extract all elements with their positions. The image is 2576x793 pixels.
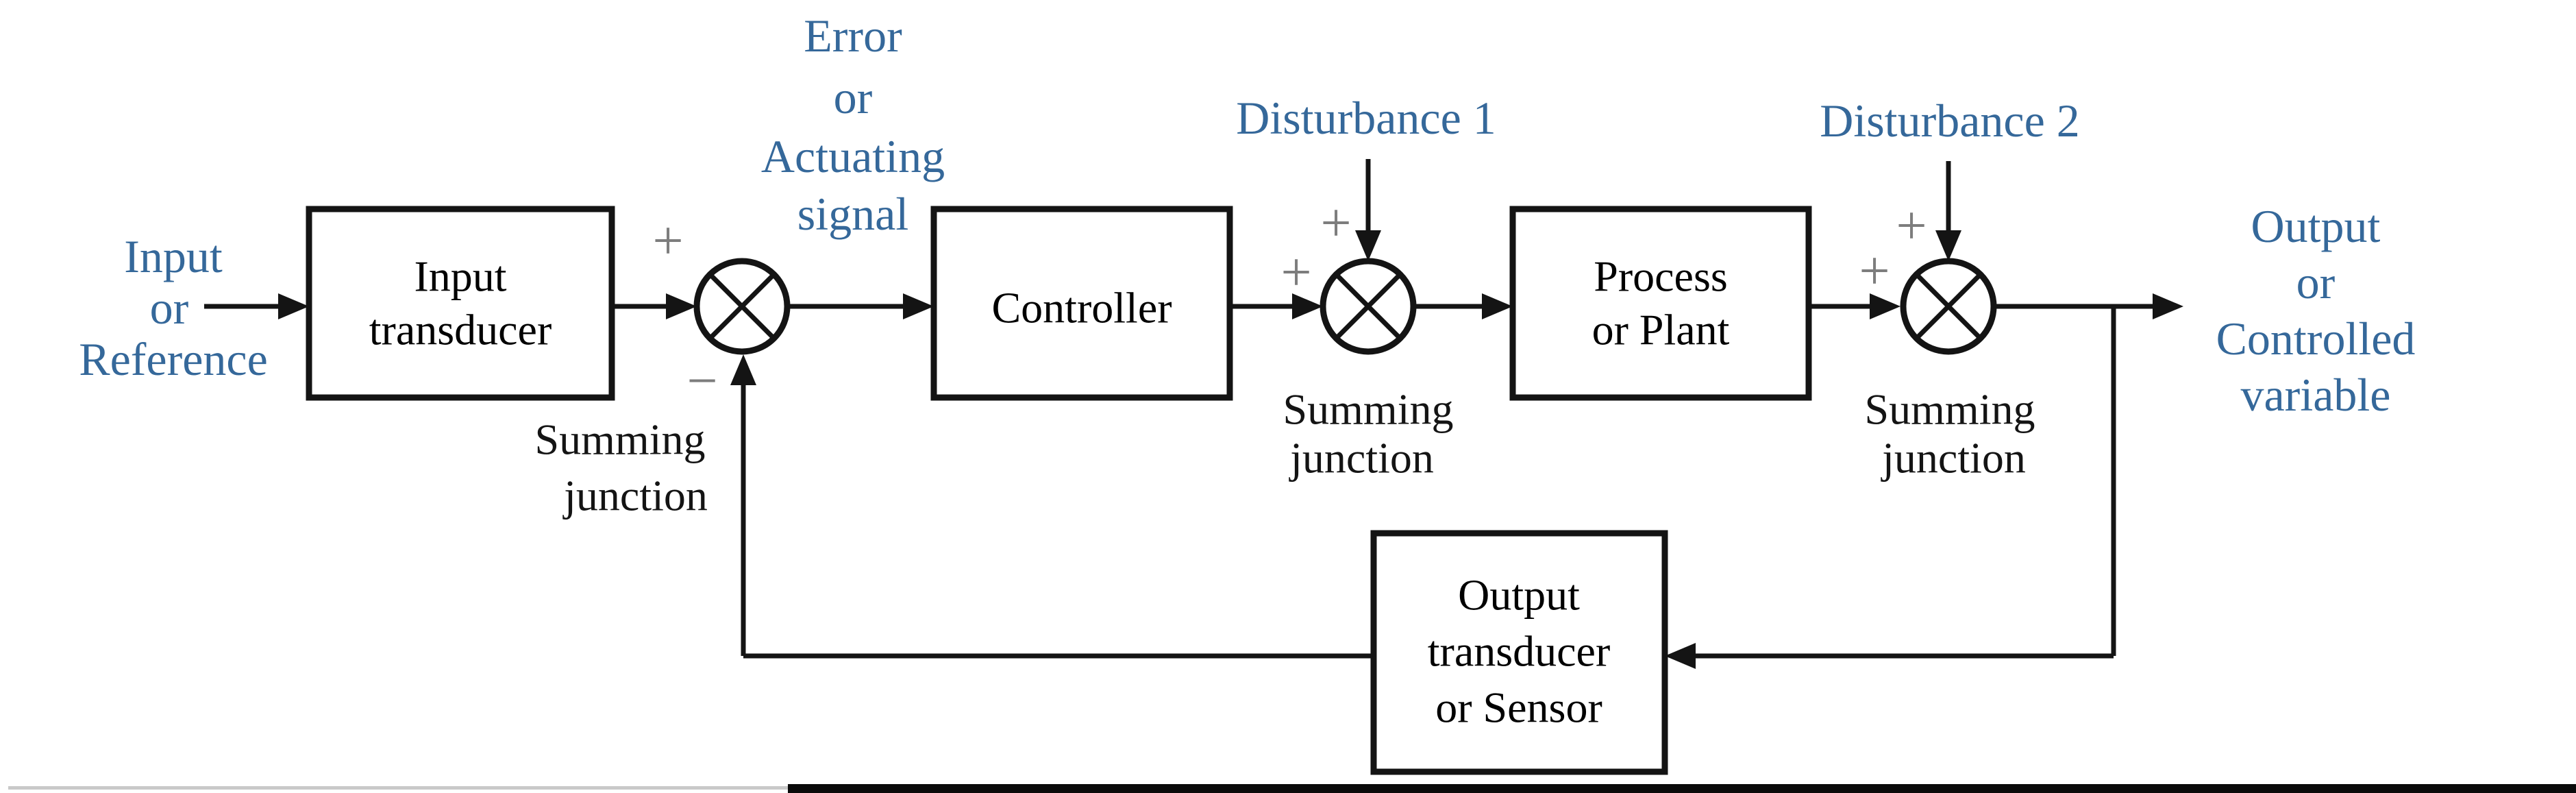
input-transducer-label-line2: transducer (369, 306, 552, 354)
output-variable-label-line4: variable (2241, 369, 2391, 421)
summing-junction-2-label-line1: Summing (1283, 385, 1454, 434)
bottom-black-bar (788, 784, 2576, 793)
arrowhead-feedback-into-junction1 (730, 354, 756, 385)
input-reference-label-line3: Reference (79, 333, 268, 385)
junction2-plus-sign-left: + (1280, 243, 1311, 303)
summing-junction-3-label-line1: Summing (1865, 385, 2035, 434)
process-plant-label-line2: or Plant (1592, 306, 1730, 354)
block-input-transducer: Input transducer (306, 206, 615, 401)
summing-junction-3-cross-b (1915, 273, 1982, 340)
summing-junction-1-label-line2: junction (562, 472, 708, 520)
arrowhead-disturbance2 (1935, 230, 1961, 261)
process-plant-label-line1: Process (1594, 252, 1728, 301)
summing-junction-2-circle (1320, 258, 1417, 355)
junction3-plus-sign-top: + (1896, 196, 1927, 256)
controller-box (930, 206, 1233, 401)
disturbance2-label: Disturbance 2 (1820, 95, 2080, 147)
bottom-thin-gray-line (8, 786, 788, 790)
arrowhead-output (2153, 293, 2183, 319)
arrowhead-disturbance1 (1355, 230, 1381, 261)
arrowhead-into-junction1 (666, 293, 697, 319)
arrowhead-into-junction3 (1870, 293, 1900, 319)
output-transducer-label-line2: transducer (1428, 627, 1611, 676)
process-plant-box (1509, 206, 1812, 401)
output-transducer-label-line1: Output (1458, 571, 1580, 620)
junction-signs: + − + + + + (652, 193, 1927, 411)
block-controller: Controller (930, 206, 1233, 401)
summing-junction-2-cross-b (1335, 273, 1402, 340)
output-variable-label-line3: Controlled (2216, 313, 2416, 365)
junction1-plus-sign: + (652, 211, 683, 271)
summing-junction-2-label-line2: junction (1289, 434, 1434, 483)
input-reference-label-line2: or (150, 282, 189, 334)
input-transducer-label-line1: Input (414, 252, 506, 301)
arrowhead-into-output-transducer (1665, 643, 1696, 669)
summing-junction-3 (1900, 258, 1997, 355)
error-signal-label-line1: Error (804, 10, 902, 62)
summing-junction-labels: Summing junction Summing junction Summin… (535, 385, 2035, 520)
blue-annotations: Input or Reference Error or Actuating si… (79, 10, 2415, 421)
arrowhead-into-controller (903, 293, 934, 319)
arrowheads (278, 230, 2183, 669)
error-signal-label-line4: signal (797, 188, 908, 240)
signal-lines (204, 159, 2154, 659)
summing-junction-1-circle (693, 258, 791, 355)
error-signal-label-line2: or (834, 71, 873, 123)
block-process-plant: Process or Plant (1509, 206, 1812, 401)
junction1-minus-sign: − (686, 351, 717, 411)
output-variable-label-line1: Output (2251, 200, 2381, 252)
arrowhead-into-input-transducer (278, 293, 309, 319)
input-transducer-box (306, 206, 615, 401)
disturbance1-label: Disturbance 1 (1236, 92, 1496, 144)
summing-junction-1 (693, 258, 791, 355)
summing-junction-1-label-line1: Summing (535, 415, 706, 464)
summing-junction-1-cross-b (708, 273, 776, 340)
output-transducer-label-line3: or Sensor (1435, 683, 1602, 732)
output-transducer-box (1370, 530, 1668, 775)
error-signal-label-line3: Actuating (761, 130, 945, 182)
output-variable-label-line2: or (2296, 256, 2336, 308)
controller-label: Controller (991, 284, 1172, 332)
summing-junction-2 (1320, 258, 1417, 355)
junction3-plus-sign-left: + (1859, 241, 1890, 302)
arrowhead-into-junction2 (1292, 293, 1323, 319)
input-reference-label-line1: Input (124, 230, 223, 282)
block-output-transducer: Output transducer or Sensor (1370, 530, 1668, 775)
junction2-plus-sign-top: + (1320, 193, 1351, 254)
summing-junction-3-label-line2: junction (1881, 434, 2026, 483)
arrowhead-into-process (1482, 293, 1513, 319)
summing-junction-3-circle (1900, 258, 1997, 355)
